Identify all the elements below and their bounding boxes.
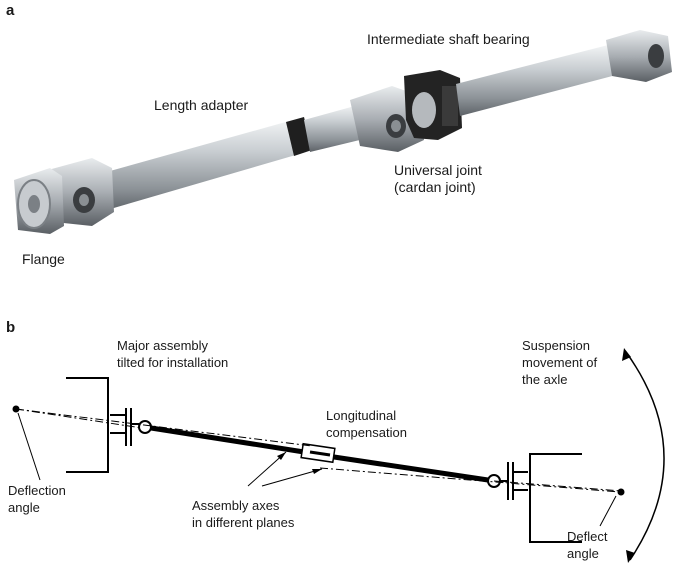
suspension-arrow-bottom	[626, 550, 635, 563]
right-flange-yoke	[606, 30, 672, 82]
assembly-axis-lines	[15, 408, 623, 493]
label-movement-of: movement of	[522, 355, 598, 370]
shaft-line-left	[150, 425, 305, 455]
label-deflect-angle: angle	[567, 546, 599, 561]
label-universal-joint: Universal joint	[394, 162, 482, 178]
label-intermediate-bearing: Intermediate shaft bearing	[367, 31, 530, 47]
label-assembly-axes: Assembly axes	[192, 498, 280, 513]
label-compensation: compensation	[326, 425, 407, 440]
label-suspension: Suspension	[522, 338, 590, 353]
label-flange: Flange	[22, 251, 65, 267]
label-the-axle: the axle	[522, 372, 568, 387]
axes-arrowhead-2	[312, 469, 322, 474]
label-deflection-angle: angle	[8, 500, 40, 515]
panel-a-letter: a	[6, 2, 15, 19]
shaft-tube-middle	[304, 104, 368, 152]
left-deflection-point	[12, 405, 20, 413]
left-universal-joint	[48, 158, 114, 226]
label-deflect: Deflect	[567, 529, 608, 544]
left-joint-circle	[138, 420, 152, 434]
right-assembly-bracket	[529, 453, 582, 543]
label-length-adapter: Length adapter	[154, 97, 249, 113]
axes-arrowhead-1	[277, 452, 286, 460]
suspension-arrow-top	[622, 348, 631, 361]
label-deflection: Deflection	[8, 483, 66, 498]
label-different-planes: in different planes	[192, 515, 295, 530]
intermediate-bearing	[404, 70, 462, 140]
left-flange	[14, 168, 64, 234]
label-tilted-installation: tilted for installation	[117, 355, 229, 370]
label-major-assembly: Major assembly	[117, 338, 209, 353]
sleeve-inner-shaft	[309, 450, 331, 457]
label-cardan-joint: (cardan joint)	[394, 179, 476, 195]
suspension-arc	[625, 351, 665, 561]
shaft-tube-left	[92, 118, 306, 212]
right-flange-symbol	[500, 462, 528, 500]
shaft-line-right	[333, 454, 489, 483]
right-deflection-point	[617, 488, 625, 496]
left-assembly-bracket	[66, 377, 109, 473]
left-flange-symbol	[110, 408, 139, 446]
shaft-tube-right	[456, 44, 620, 116]
panel-b-letter: b	[6, 319, 16, 336]
label-longitudinal: Longitudinal	[326, 408, 397, 423]
